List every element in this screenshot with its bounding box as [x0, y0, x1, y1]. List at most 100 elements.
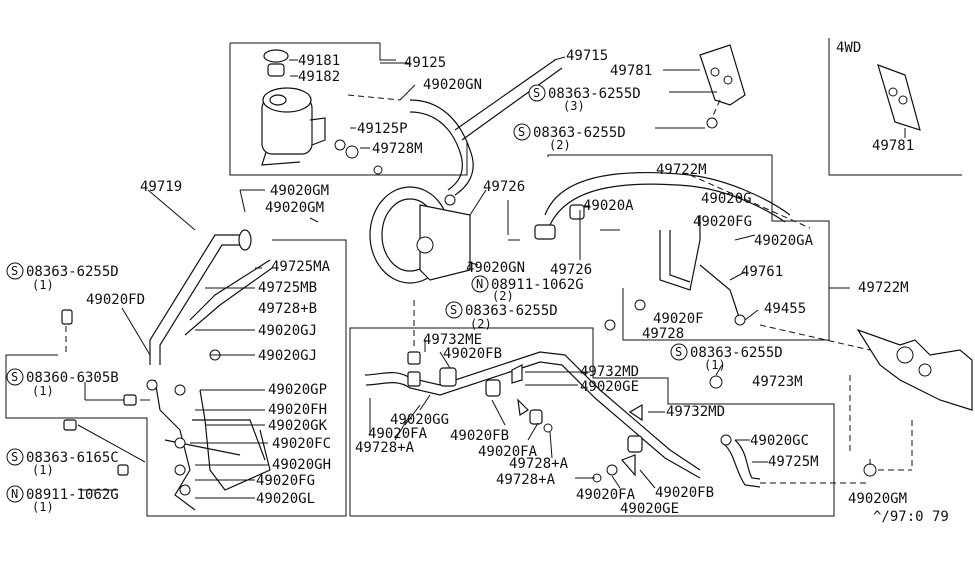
label-49725M: 49725M — [768, 454, 819, 470]
label-49020GK: 49020GK — [268, 418, 328, 434]
qty-1: (1) — [704, 358, 726, 372]
label-49020GE-a: 49020GE — [580, 379, 639, 395]
label-08911-1062G-b: 08911-1062G — [26, 487, 119, 503]
label-08363-6165C: 08363-6165C — [26, 450, 119, 466]
tube-49719[interactable] — [149, 229, 273, 365]
qty-1: (1) — [32, 278, 54, 292]
label-08363-6255D-e: 08363-6255D — [690, 345, 783, 361]
drawing-code: ^/97:0 79 — [873, 509, 949, 525]
qty-2: (2) — [549, 138, 571, 152]
label-4wd: 4WD — [836, 40, 861, 56]
symbol-s: S — [450, 303, 457, 317]
label-49728B: 49728+B — [258, 301, 317, 317]
symbol-s: S — [518, 125, 525, 139]
steering-gear — [856, 328, 973, 411]
hose-49722m[interactable] — [534, 172, 791, 331]
label-49732MD-a: 49732MD — [580, 364, 639, 380]
label-49020F: 49020F — [653, 311, 704, 327]
label-49728A-a: 49728+A — [355, 440, 415, 456]
label-49020GP: 49020GP — [268, 382, 327, 398]
label-49725MB: 49725MB — [258, 280, 317, 296]
label-49020GM-c: 49020GM — [848, 491, 907, 507]
label-49732ME: 49732ME — [423, 332, 482, 348]
label-49020GN-mid: 49020GN — [466, 260, 525, 276]
label-49020G: 49020G — [701, 191, 752, 207]
label-49020FB-a: 49020FB — [443, 346, 502, 362]
label-49020GC: 49020GC — [750, 433, 809, 449]
label-08363-6255D-a: 08363-6255D — [548, 86, 641, 102]
bracket-49781[interactable] — [699, 44, 746, 129]
qty-1: (1) — [32, 500, 54, 514]
label-49728A-b: 49728+A — [509, 456, 569, 472]
label-49726-b: 49726 — [550, 262, 592, 278]
label-49732MD-b: 49732MD — [666, 404, 725, 420]
left-bolts — [61, 309, 137, 476]
label-49781-4wd: 49781 — [872, 138, 914, 154]
symbol-n: N — [476, 277, 483, 291]
label-49020FA-a: 49020FA — [368, 426, 428, 442]
label-08363-6255D-b: 08363-6255D — [533, 125, 626, 141]
label-49020FB-c: 49020FB — [655, 485, 714, 501]
label-49722M-right: 49722M — [858, 280, 909, 296]
label-08911-1062G-a: 08911-1062G — [491, 277, 584, 293]
qty-2: (2) — [492, 289, 514, 303]
label-49020FH: 49020FH — [268, 402, 327, 418]
hose-49722m-box — [547, 154, 850, 341]
label-49020FG-left: 49020FG — [256, 473, 315, 489]
symbol-s: S — [533, 86, 540, 100]
tube-49732[interactable] — [364, 351, 701, 483]
label-49715: 49715 — [566, 48, 608, 64]
label-49020GE-b: 49020GE — [620, 501, 679, 517]
symbol-s: S — [11, 264, 18, 278]
label-49020GM-b: 49020GM — [265, 200, 324, 216]
label-49020GJ-b: 49020GJ — [258, 348, 317, 364]
left-tube-box — [5, 239, 347, 517]
label-49020GN-top: 49020GN — [423, 77, 482, 93]
label-49728: 49728 — [642, 326, 684, 342]
qty-1: (1) — [32, 384, 54, 398]
bolt-08363-6255D-lower — [709, 375, 723, 389]
label-49726-a: 49726 — [483, 179, 525, 195]
label-49722M-top: 49722M — [656, 162, 707, 178]
symbol-s: S — [11, 450, 18, 464]
label-49781: 49781 — [610, 63, 652, 79]
label-49020FC: 49020FC — [272, 436, 331, 452]
label-49020FG-right: 49020FG — [693, 214, 752, 230]
label-49020FD: 49020FD — [86, 292, 145, 308]
labels: 49181 49182 49125 49020GN 49125P 49728M … — [6, 40, 949, 525]
label-49125P: 49125P — [357, 121, 408, 137]
label-49182: 49182 — [298, 69, 340, 85]
qty-3: (3) — [563, 99, 585, 113]
hose-49725m[interactable] — [720, 434, 877, 488]
qty-1: (1) — [32, 463, 54, 477]
label-49020A: 49020A — [583, 198, 634, 214]
label-49723M: 49723M — [752, 374, 803, 390]
bracket-49781-4wd[interactable] — [877, 64, 921, 131]
label-49020GL: 49020GL — [256, 491, 315, 507]
label-49020FB-b: 49020FB — [450, 428, 509, 444]
4wd-inset-box — [828, 38, 962, 176]
label-08363-6255D-c: 08363-6255D — [26, 264, 119, 280]
label-49728A-c: 49728+A — [496, 472, 556, 488]
label-49725MA: 49725MA — [271, 259, 331, 275]
lower-tube-box — [349, 327, 835, 517]
label-49125: 49125 — [404, 55, 446, 71]
symbol-s: S — [11, 370, 18, 384]
label-49761: 49761 — [741, 264, 783, 280]
label-08363-6255D-d: 08363-6255D — [465, 303, 558, 319]
reservoir[interactable] — [261, 49, 383, 175]
label-49020GH: 49020GH — [272, 457, 331, 473]
label-49455: 49455 — [764, 301, 806, 317]
hose-49715[interactable] — [409, 59, 563, 196]
label-08360-6305B: 08360-6305B — [26, 370, 119, 386]
power-steering-pump[interactable] — [369, 186, 471, 284]
label-49020GA: 49020GA — [754, 233, 814, 249]
label-49020FA-c: 49020FA — [576, 487, 636, 503]
label-49020GJ-a: 49020GJ — [258, 323, 317, 339]
label-49020GM-a: 49020GM — [270, 183, 329, 199]
reservoir-box — [229, 42, 468, 176]
left-lower-tubing[interactable] — [146, 349, 271, 511]
symbol-s: S — [675, 345, 682, 359]
label-49020GG: 49020GG — [390, 412, 449, 428]
